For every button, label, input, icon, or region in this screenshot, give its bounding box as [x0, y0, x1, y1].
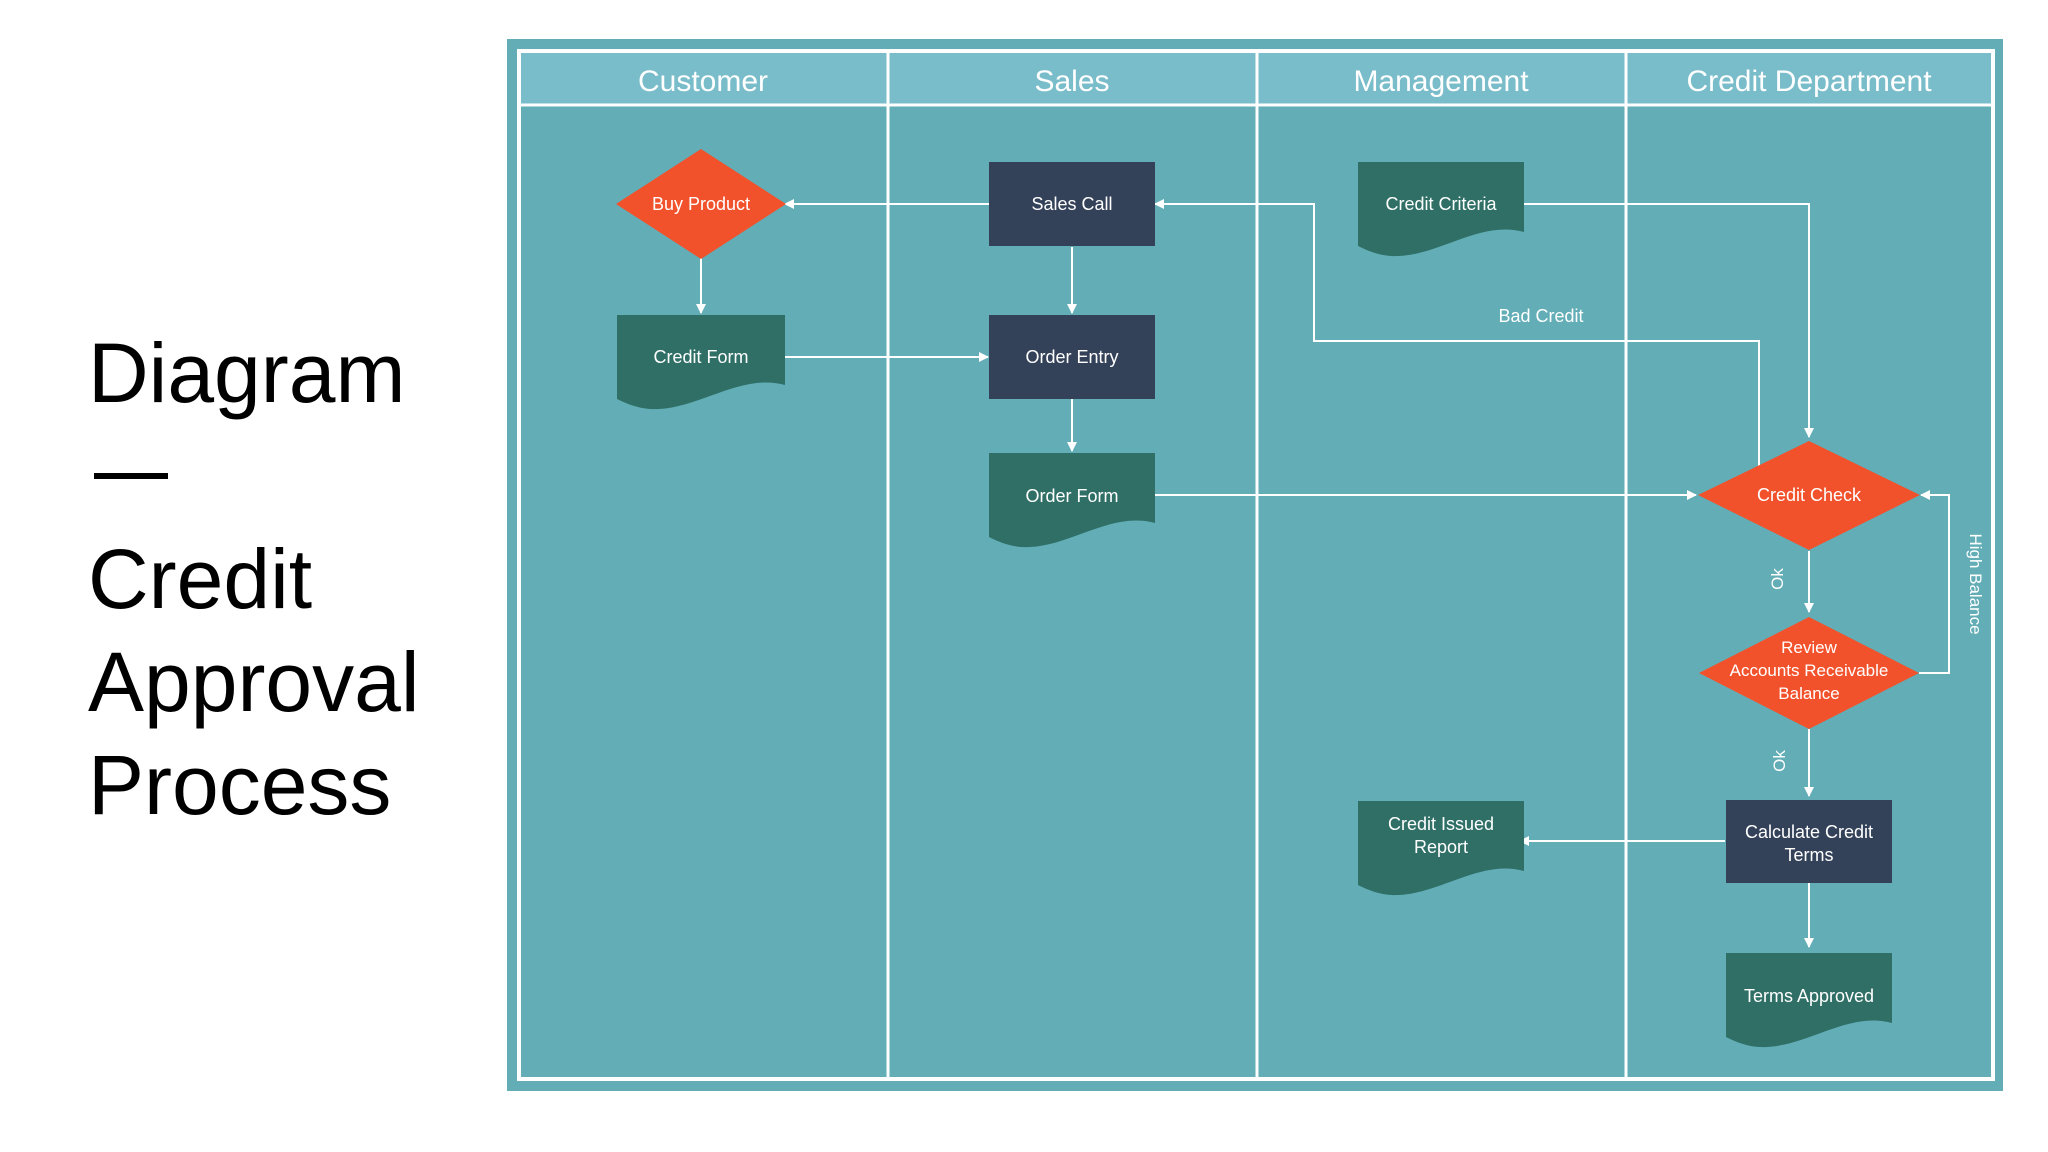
node-label: Order Entry — [1025, 347, 1118, 367]
slide-title-line: Diagram — [88, 326, 406, 420]
slide-title-line: Credit — [88, 532, 313, 626]
document-credit-issued-report: Credit Issued Report — [1358, 801, 1524, 896]
edge-bad-credit-to-sales-call — [1154, 199, 1760, 467]
node-label: Balance — [1778, 684, 1839, 703]
edge-label-high-balance: High Balance — [1966, 533, 1985, 634]
slide-title-line: Process — [88, 738, 392, 832]
node-label: Sales Call — [1031, 194, 1112, 214]
decision-credit-check: Credit Check — [1698, 441, 1920, 550]
lane-header-management: Management — [1353, 65, 1529, 98]
decision-buy-product: Buy Product — [616, 149, 786, 259]
node-label: Review — [1781, 638, 1837, 657]
node-label: Credit Check — [1757, 485, 1862, 505]
flowchart-canvas: Customer Sales Management Credit Departm… — [517, 49, 1995, 1081]
lane-header-credit-department: Credit Department — [1686, 65, 1932, 98]
node-label: Credit Form — [653, 347, 748, 367]
decision-review-accounts-receivable: Review Accounts Receivable Balance — [1699, 617, 1919, 729]
document-order-form: Order Form — [989, 453, 1155, 548]
document-terms-approved: Terms Approved — [1726, 953, 1892, 1048]
node-label: Calculate Credit — [1745, 822, 1873, 842]
node-label: Terms — [1785, 845, 1834, 865]
process-order-entry: Order Entry — [989, 315, 1155, 399]
node-label: Accounts Receivable — [1730, 661, 1889, 680]
document-credit-form: Credit Form — [617, 315, 785, 410]
node-label: Credit Issued — [1388, 814, 1494, 834]
process-sales-call: Sales Call — [989, 162, 1155, 246]
edge-credit-criteria-to-credit-check — [1521, 203, 1814, 438]
edge-label-ok: Ok — [1768, 568, 1787, 590]
node-label: Buy Product — [652, 194, 750, 214]
node-label: Terms Approved — [1744, 986, 1874, 1006]
title-dash — [94, 473, 168, 479]
edge-label-bad-credit: Bad Credit — [1498, 306, 1583, 326]
edge-label-ok: Ok — [1770, 750, 1789, 772]
document-credit-criteria: Credit Criteria — [1358, 162, 1524, 257]
node-label: Order Form — [1025, 486, 1118, 506]
edge-high-balance-to-credit-check — [1919, 490, 1950, 674]
lane-headers — [519, 51, 1993, 105]
node-label: Credit Criteria — [1385, 194, 1497, 214]
connectors — [696, 199, 1950, 948]
lane-header-sales: Sales — [1034, 65, 1109, 98]
process-calculate-credit-terms: Calculate Credit Terms — [1726, 800, 1892, 883]
pool-frame — [517, 49, 1995, 1081]
node-label: Report — [1414, 837, 1468, 857]
slide-title: Diagram Credit Approval Process — [88, 322, 488, 837]
flowchart-diagram: Customer Sales Management Credit Departm… — [507, 39, 2003, 1091]
lane-header-customer: Customer — [638, 65, 768, 98]
slide-title-line: Approval — [88, 635, 420, 729]
